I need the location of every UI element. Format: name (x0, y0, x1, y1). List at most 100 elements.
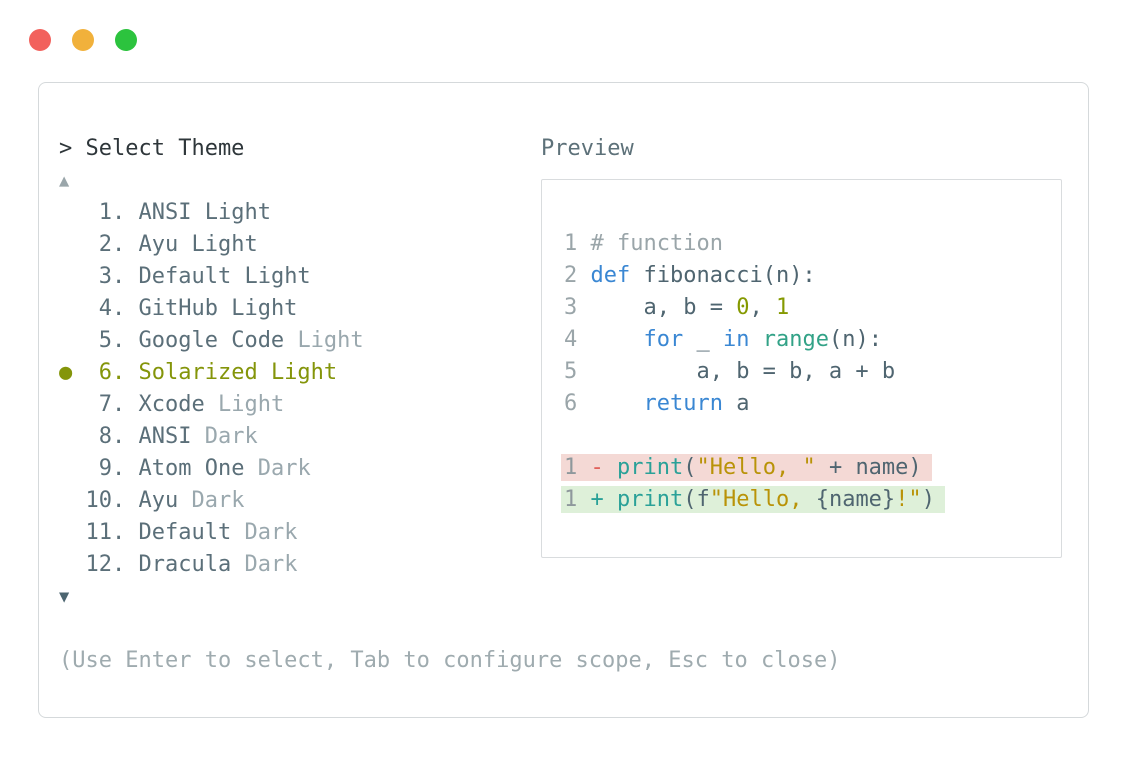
token-code (749, 327, 762, 352)
theme-item-name: Solarized (138, 360, 271, 385)
theme-item-name: Default (138, 520, 245, 545)
selected-bullet-icon: ● (59, 360, 86, 385)
minimize-window-button[interactable] (72, 29, 94, 51)
token-keyword: in (722, 327, 750, 352)
theme-item-variant: Light (204, 200, 271, 225)
token-string: !" (895, 487, 922, 512)
select-theme-prompt: > Select Theme (59, 136, 245, 161)
theme-item-number: 12. (85, 552, 139, 577)
code-line-6: 6 return a (564, 388, 945, 420)
code-line-4: 4 for _ in range(n): (564, 324, 945, 356)
theme-item-xcode-light[interactable]: 7. Xcode Light (59, 389, 364, 421)
token-function: print (617, 455, 684, 480)
token-keyword: for (643, 327, 684, 352)
code-blank-line (564, 420, 945, 452)
theme-list: 1. ANSI Light 2. Ayu Light 3. Default Li… (59, 197, 364, 581)
token-function: print (617, 487, 684, 512)
theme-item-variant: Light (270, 360, 338, 385)
theme-item-name: Google Code (138, 328, 298, 353)
theme-item-number: 3. (85, 264, 139, 289)
theme-item-variant: Light (191, 232, 258, 257)
line-number: 1 (564, 455, 578, 480)
theme-item-variant: Light (244, 264, 311, 289)
theme-item-number: 6. (85, 360, 139, 385)
theme-item-variant: Dark (257, 456, 311, 481)
token-code (591, 327, 644, 352)
diff-highlight-removed: 1 - print("Hello, " + name) (561, 454, 932, 481)
scroll-up-icon[interactable]: ▲ (59, 171, 70, 191)
theme-item-solarized-light[interactable]: ● 6. Solarized Light (59, 357, 364, 389)
help-text: (Use Enter to select, Tab to configure s… (59, 648, 841, 673)
theme-item-default-light[interactable]: 3. Default Light (59, 261, 364, 293)
diff-line-removed: 1 - print("Hello, " + name) (561, 452, 945, 484)
theme-item-name: ANSI (138, 200, 205, 225)
token-code: (f (683, 487, 710, 512)
close-window-button[interactable] (29, 29, 51, 51)
token-number: 1 (775, 295, 790, 320)
theme-item-name: ANSI (138, 424, 205, 449)
theme-item-name: Ayu (138, 488, 192, 513)
theme-item-name: Default (138, 264, 245, 289)
theme-item-number: 2. (85, 232, 139, 257)
theme-item-name: Atom One (138, 456, 258, 481)
token-code: + name) (815, 455, 922, 480)
code-line-3: 3 a, b = 0, 1 (564, 292, 945, 324)
theme-selector-panel: > Select Theme ▲ 1. ANSI Light 2. Ayu Li… (38, 82, 1089, 718)
diff-plus-sign: + (590, 487, 604, 512)
theme-item-number: 10. (85, 488, 139, 513)
line-number: 5 (564, 359, 578, 384)
theme-item-number: 7. (85, 392, 139, 417)
theme-item-variant: Dark (244, 520, 298, 545)
theme-item-ayu-light[interactable]: 2. Ayu Light (59, 229, 364, 261)
token-code: ( (683, 455, 697, 480)
zoom-window-button[interactable] (115, 29, 137, 51)
theme-item-variant: Light (297, 328, 364, 353)
token-code: {name} (815, 487, 896, 512)
line-number: 2 (564, 263, 578, 288)
theme-item-variant: Dark (204, 424, 258, 449)
code-line-1: 1 # function (564, 228, 945, 260)
theme-item-default-dark[interactable]: 11. Default Dark (59, 517, 364, 549)
token-code: _ (683, 327, 723, 352)
theme-item-number: 4. (85, 296, 139, 321)
token-keyword: return (643, 391, 723, 416)
token-code: (n): (828, 327, 882, 352)
theme-item-variant: Light (231, 296, 298, 321)
theme-list-column: > Select Theme ▲ 1. ANSI Light 2. Ayu Li… (59, 133, 364, 613)
diff-highlight-added: 1 + print(f"Hello, {name}!") (561, 486, 945, 513)
token-code: a, b = (590, 295, 737, 320)
token-builtin: range (762, 327, 829, 352)
preview-label: Preview (541, 136, 634, 161)
window-controls (29, 29, 137, 51)
token-code: ) (921, 487, 935, 512)
theme-item-github-light[interactable]: 4. GitHub Light (59, 293, 364, 325)
line-number: 3 (564, 295, 578, 320)
theme-item-number: 11. (85, 520, 139, 545)
theme-item-ansi-dark[interactable]: 8. ANSI Dark (59, 421, 364, 453)
token-code: , (749, 295, 776, 320)
theme-item-name: GitHub (138, 296, 232, 321)
line-number: 4 (564, 327, 578, 352)
theme-item-number: 5. (85, 328, 139, 353)
theme-item-name: Dracula (138, 552, 245, 577)
line-number: 6 (564, 391, 578, 416)
token-code: a, b = b, a + b (590, 359, 896, 384)
theme-item-name: Xcode (138, 392, 218, 417)
theme-item-dracula-dark[interactable]: 12. Dracula Dark (59, 549, 364, 581)
diff-minus-sign: - (590, 455, 604, 480)
token-comment: # function (590, 231, 723, 256)
code-line-5: 5 a, b = b, a + b (564, 356, 945, 388)
token-string: "Hello, (709, 487, 816, 512)
theme-item-number: 8. (85, 424, 139, 449)
token-number: 0 (736, 295, 750, 320)
scroll-down-icon[interactable]: ▼ (59, 587, 70, 607)
theme-item-google-code-light[interactable]: 5. Google Code Light (59, 325, 364, 357)
theme-item-ayu-dark[interactable]: 10. Ayu Dark (59, 485, 364, 517)
diff-line-added: 1 + print(f"Hello, {name}!") (561, 484, 945, 516)
theme-item-atom-one-dark[interactable]: 9. Atom One Dark (59, 453, 364, 485)
token-code (591, 391, 644, 416)
theme-item-ansi-light[interactable]: 1. ANSI Light (59, 197, 364, 229)
